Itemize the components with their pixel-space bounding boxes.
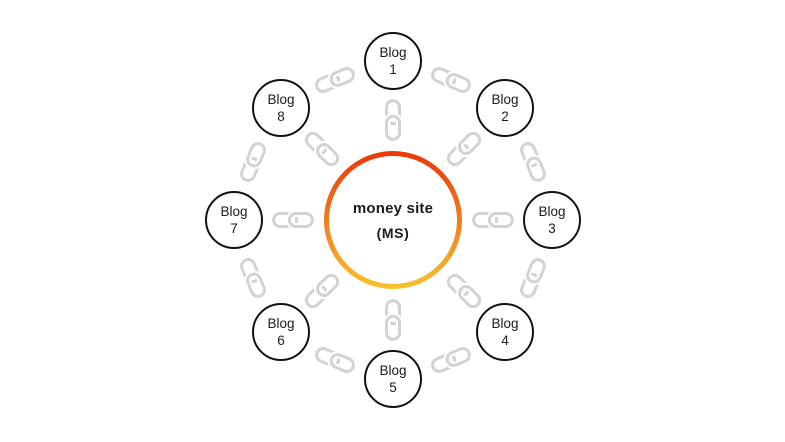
chain-link-icon [312, 343, 358, 377]
chain-link-icon [312, 63, 358, 97]
blog-node-4: Blog 4 [476, 303, 534, 361]
blog-node-8: Blog 8 [252, 79, 310, 137]
chain-link-icon [236, 139, 270, 185]
blog-node-number: 4 [501, 333, 509, 348]
money-site-abbreviation: (MS) [376, 224, 410, 241]
money-site-node: money site (MS) [324, 151, 462, 289]
money-site-title: money site [352, 199, 434, 217]
chain-link-icon [272, 211, 314, 230]
blog-node-number: 8 [277, 109, 285, 124]
blog-node-label: Blog [491, 316, 519, 331]
blog-node-label: Blog [267, 316, 295, 331]
blog-node-number: 3 [548, 221, 556, 236]
blog-node-number: 1 [389, 62, 397, 77]
blog-node-7: Blog 7 [205, 191, 263, 249]
blog-node-5: Blog 5 [364, 350, 422, 408]
chain-link-icon [300, 269, 343, 312]
chain-link-icon [428, 343, 474, 377]
blog-node-number: 2 [501, 109, 509, 124]
blog-node-number: 5 [389, 380, 397, 395]
blog-node-label: Blog [538, 204, 566, 219]
chain-link-icon [516, 255, 550, 301]
blog-node-1: Blog 1 [364, 32, 422, 90]
blog-node-2: Blog 2 [476, 79, 534, 137]
blog-node-label: Blog [379, 363, 407, 378]
blog-node-label: Blog [267, 92, 295, 107]
chain-link-icon [236, 255, 270, 301]
chain-link-icon [442, 127, 485, 170]
chain-link-icon [516, 139, 550, 185]
blog-node-number: 6 [277, 333, 285, 348]
blog-node-6: Blog 6 [252, 303, 310, 361]
blog-node-3: Blog 3 [523, 191, 581, 249]
chain-link-icon [384, 299, 403, 341]
blog-node-label: Blog [220, 204, 248, 219]
money-site-inner: money site (MS) [329, 156, 457, 284]
blog-node-label: Blog [491, 92, 519, 107]
chain-link-icon [472, 211, 514, 230]
blog-node-number: 7 [230, 221, 238, 236]
blog-node-label: Blog [379, 45, 407, 60]
chain-link-icon [384, 99, 403, 141]
chain-link-icon [442, 269, 485, 312]
chain-link-icon [428, 63, 474, 97]
chain-link-icon [300, 127, 343, 170]
